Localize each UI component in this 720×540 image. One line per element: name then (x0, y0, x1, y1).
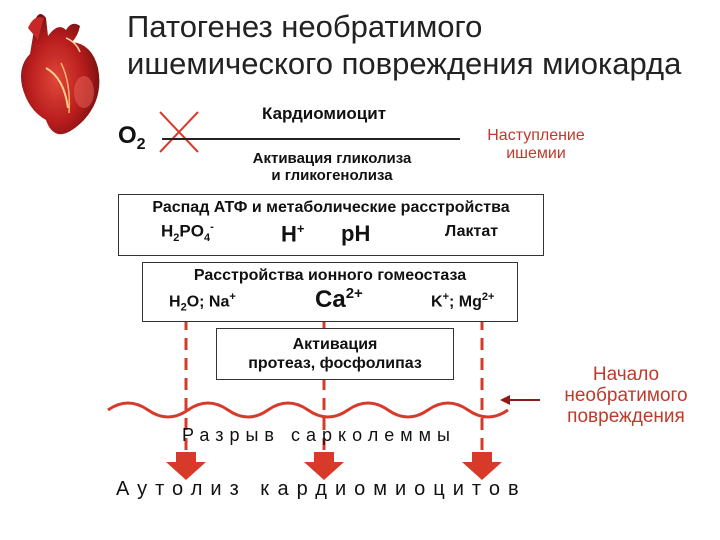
title-line-1: Патогенез необратимого (127, 9, 483, 44)
h2po4-sub1: 2 (173, 232, 180, 245)
h2po4-h: H (161, 221, 174, 241)
hplus-h: H (281, 221, 297, 247)
mg-text: ; Mg (449, 293, 482, 311)
h2o-h: H (169, 293, 181, 311)
ischemia-line-2: ишемии (506, 145, 566, 162)
title-line-2: ишемического повреждения миокарда (127, 46, 682, 81)
protease-line-2: протеаз, фосфолипаз (248, 355, 422, 372)
metabolic-disorders-box: Распад АТФ и метаболические расстройства… (118, 194, 544, 256)
ischemia-line-1: Наступление (487, 127, 585, 144)
autolysis-label: Аутолиз кардиомиоцитов (116, 478, 527, 500)
o2-subscript: 2 (136, 135, 146, 153)
glycolysis-line-2: и гликогенолиза (271, 167, 393, 184)
h2o-sub: 2 (180, 301, 187, 314)
h2po4-label: H2PO4- (161, 221, 214, 244)
onset-line-3: повреждения (567, 406, 685, 427)
glycolysis-label: Активация гликолиза и гликогенолиза (232, 150, 432, 184)
ion-homeostasis-box: Расстройства ионного гомеостаза H2O; Na+… (142, 262, 518, 322)
h2o-rest: O; Na (186, 293, 230, 311)
arrowhead-middle (304, 452, 344, 480)
page-title: Патогенез необратимого ишемического повр… (127, 8, 681, 82)
lactate-label: Лактат (445, 223, 499, 240)
protease-box: Активация протеаз, фосфолипаз (216, 328, 454, 380)
k-mg-label: K+; Mg2+ (431, 291, 494, 311)
box2-title: Расстройства ионного гомеостаза (193, 267, 467, 284)
onset-arrow-head (500, 395, 510, 405)
o2-text: O (118, 122, 137, 149)
ph-label: pH (341, 221, 371, 246)
k-sup: + (442, 291, 449, 303)
ischemia-label: Наступление ишемии (466, 127, 606, 163)
o2-label: O2 (118, 122, 146, 154)
protease-line-1: Активация (292, 336, 378, 353)
ca-sup: 2+ (345, 285, 363, 302)
hplus-label: H+ (281, 221, 304, 247)
box1-title: Распад АТФ и метаболические расстройства (152, 199, 510, 216)
arrowhead-right (462, 452, 502, 480)
h2po4-sub2: 4 (203, 232, 211, 245)
ca-text: Ca (315, 286, 346, 313)
cross-line-2 (159, 111, 199, 153)
h2po4-po: PO (179, 221, 204, 241)
ca-label: Ca2+ (315, 285, 363, 314)
mg-sup: 2+ (481, 291, 495, 303)
h2po4-sup: - (210, 221, 214, 233)
na-sup: + (229, 291, 236, 303)
onset-label: Начало необратимого повреждения (536, 364, 716, 427)
rupture-label: Разрыв сарколеммы (182, 425, 456, 445)
hplus-sup: + (296, 221, 305, 236)
h2o-na-label: H2O; Na+ (169, 291, 236, 314)
heart-illustration (21, 14, 100, 135)
sarcolemma-wave (107, 401, 509, 419)
k-text: K (431, 293, 443, 311)
glycolysis-line-1: Активация гликолиза (252, 150, 412, 167)
cardiomyocyte-label: Кардиомиоцит (262, 104, 387, 123)
onset-line-2: необратимого (564, 385, 688, 406)
onset-line-1: Начало (592, 364, 660, 385)
arrowhead-left (166, 452, 206, 480)
